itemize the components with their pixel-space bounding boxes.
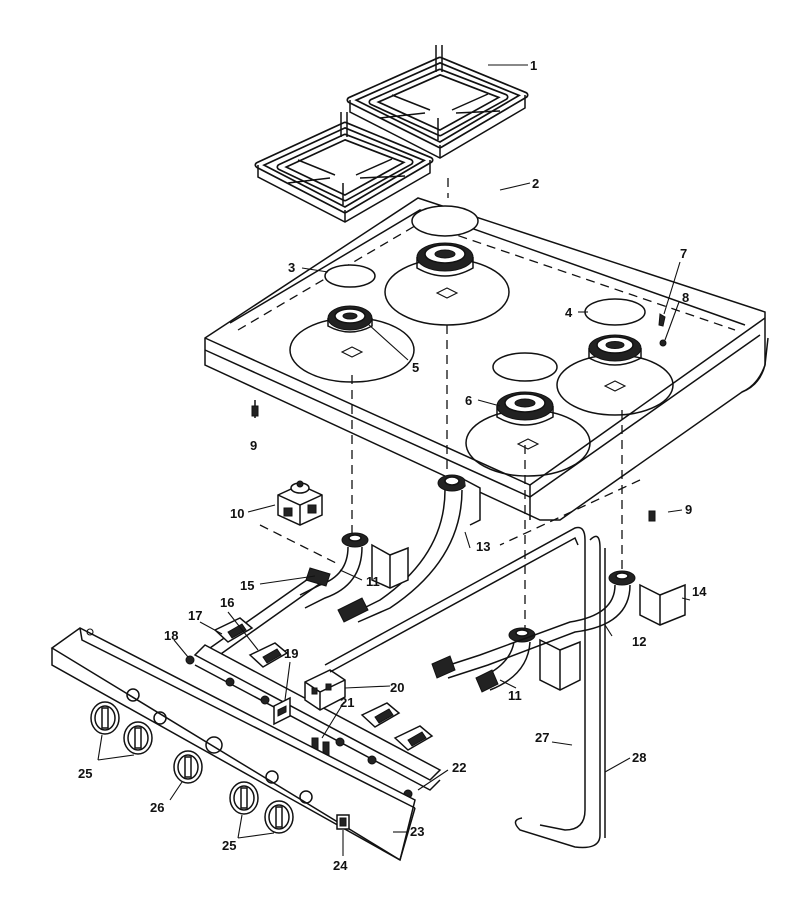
callout-6: 6 bbox=[465, 393, 472, 408]
screw-9-right bbox=[648, 510, 656, 522]
burner-cap-3 bbox=[324, 264, 376, 288]
valve-16 bbox=[248, 642, 289, 668]
callout-14: 14 bbox=[692, 584, 707, 599]
callout-19: 19 bbox=[284, 646, 298, 661]
burner-head-6 bbox=[496, 391, 554, 426]
callout-15: 15 bbox=[240, 578, 254, 593]
callout-23: 23 bbox=[410, 824, 424, 839]
callout-18: 18 bbox=[164, 628, 178, 643]
callout-9-right: 9 bbox=[685, 502, 692, 517]
manifold-tube-15 bbox=[209, 567, 331, 657]
valve-center-right bbox=[360, 702, 401, 728]
callout-12: 12 bbox=[632, 634, 646, 649]
callout-25-lower: 25 bbox=[222, 838, 236, 853]
callout-2: 2 bbox=[532, 176, 539, 191]
valve-17 bbox=[213, 617, 254, 643]
callout-10: 10 bbox=[230, 506, 244, 521]
burner-tube-12 bbox=[431, 570, 636, 679]
burner-head-top bbox=[416, 242, 474, 277]
callout-26: 26 bbox=[150, 800, 164, 815]
switch-19 bbox=[273, 696, 291, 726]
callout-13: 13 bbox=[476, 539, 490, 554]
burner-head-5 bbox=[327, 305, 373, 333]
callout-11-right: 11 bbox=[508, 688, 522, 703]
assembly-guides bbox=[259, 178, 641, 630]
callout-28: 28 bbox=[632, 750, 646, 765]
burner-tube-11-left bbox=[299, 532, 409, 609]
igniter-switch-24 bbox=[336, 814, 350, 830]
callout-11-left: 11 bbox=[366, 574, 380, 589]
burner-grate-left bbox=[254, 112, 434, 223]
callout-20: 20 bbox=[390, 680, 404, 695]
knob-25c bbox=[229, 781, 259, 815]
valve-far-right bbox=[393, 725, 434, 751]
callout-7: 7 bbox=[680, 246, 687, 261]
screw-7 bbox=[658, 313, 666, 327]
callout-8: 8 bbox=[682, 290, 689, 305]
callout-17: 17 bbox=[188, 608, 202, 623]
burner-bracket-14 bbox=[639, 583, 686, 626]
oven-gas-tubes bbox=[324, 526, 606, 849]
callout-3: 3 bbox=[288, 260, 295, 275]
callout-4: 4 bbox=[565, 305, 573, 320]
leader-lines bbox=[97, 64, 691, 856]
knob-25a bbox=[90, 701, 120, 735]
screw-8 bbox=[659, 339, 667, 347]
control-knobs bbox=[90, 701, 294, 834]
burner-cap-top-large bbox=[411, 205, 479, 237]
knob-25d bbox=[264, 800, 294, 834]
callout-24: 24 bbox=[333, 858, 348, 873]
control-panel-23 bbox=[50, 627, 416, 862]
callout-numbers: 1 2 3 4 5 6 7 8 9 9 10 11 11 12 13 14 15… bbox=[78, 58, 707, 873]
callout-22: 22 bbox=[452, 760, 466, 775]
burner-head-right bbox=[588, 334, 642, 366]
callout-25-upper: 25 bbox=[78, 766, 92, 781]
pressure-regulator-10 bbox=[277, 480, 323, 526]
callout-5: 5 bbox=[412, 360, 419, 375]
callout-1: 1 bbox=[530, 58, 537, 73]
screw-9-left bbox=[251, 400, 259, 418]
knob-25b bbox=[123, 721, 153, 755]
callout-9-left: 9 bbox=[250, 438, 257, 453]
knob-26 bbox=[173, 750, 203, 784]
burner-valves bbox=[185, 617, 434, 765]
callout-16: 16 bbox=[220, 595, 234, 610]
burner-tube-13 bbox=[337, 474, 481, 623]
burner-cap-4 bbox=[584, 298, 646, 326]
callout-21: 21 bbox=[340, 695, 354, 710]
burner-grate-right bbox=[346, 45, 529, 159]
burner-cap-front bbox=[492, 352, 558, 382]
callout-27: 27 bbox=[535, 730, 549, 745]
spark-module-20 bbox=[304, 669, 346, 711]
